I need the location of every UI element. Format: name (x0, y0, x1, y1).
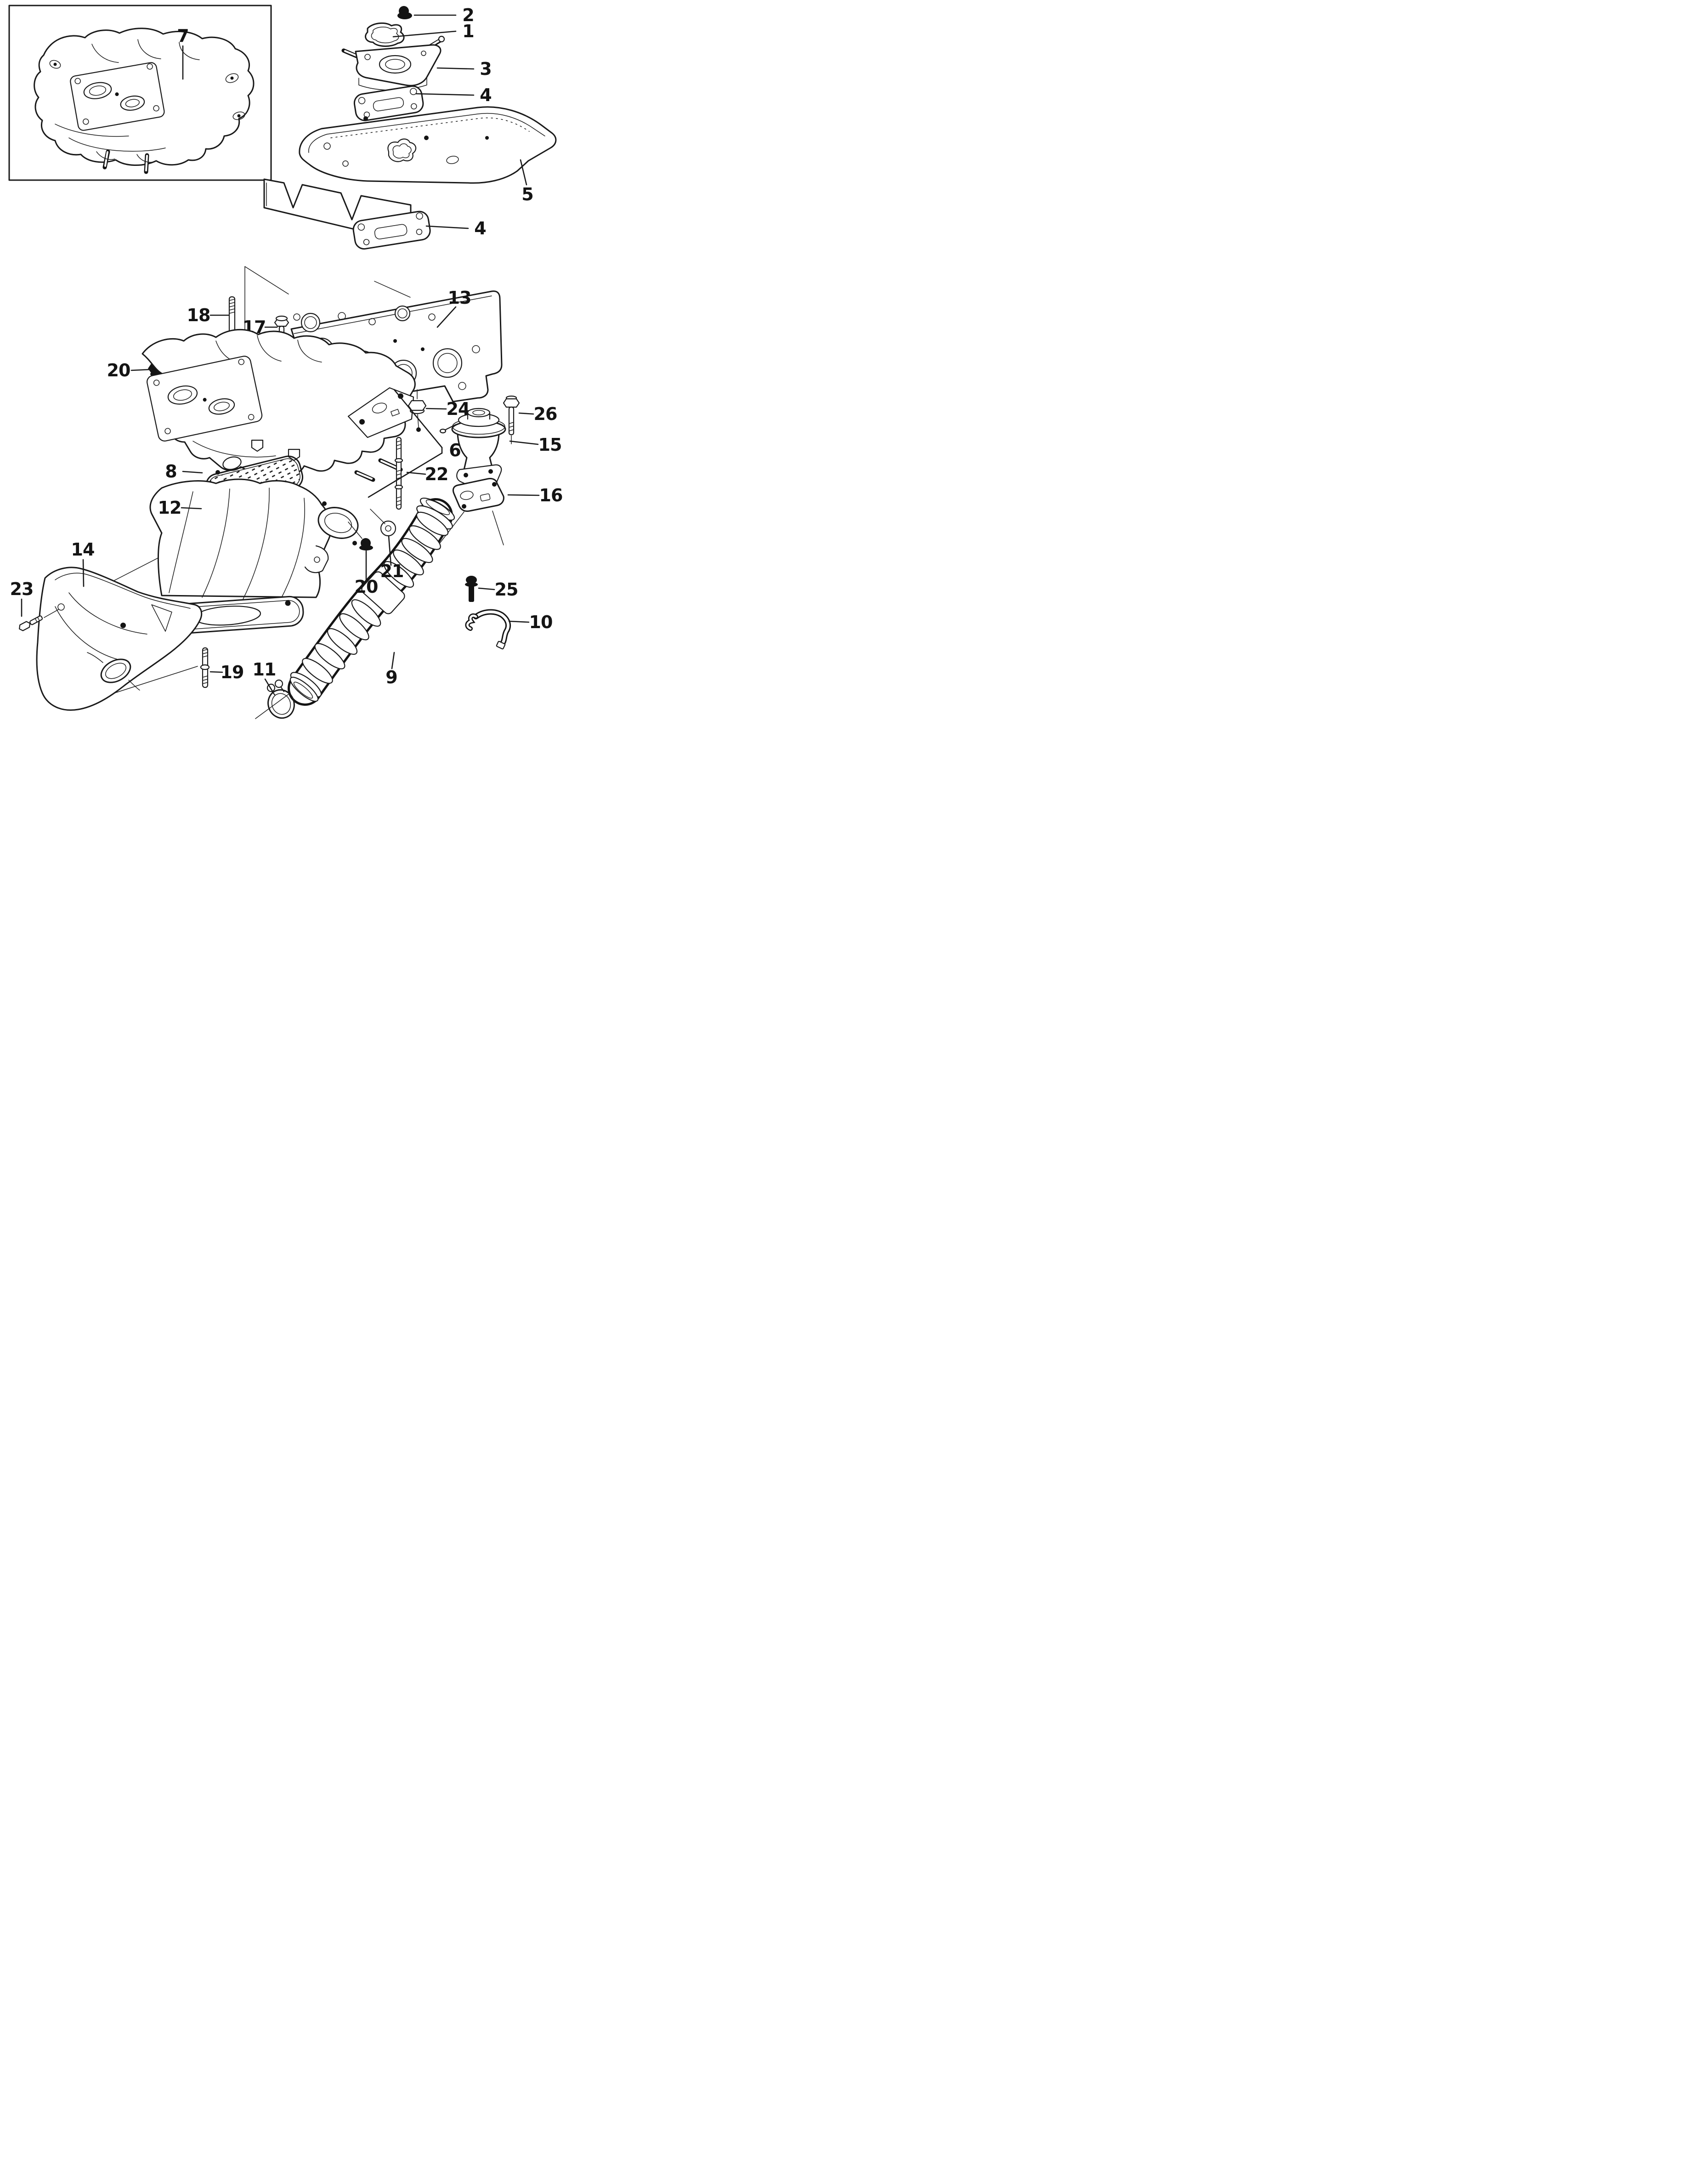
callout-2-label: 2 (462, 5, 474, 25)
callout-6-label: 6 (449, 440, 460, 460)
callout-11-label: 11 (253, 659, 276, 680)
callout-4a-label: 4 (480, 85, 491, 105)
part-4-gasket-lower (352, 210, 431, 250)
callout-6-bracket (368, 389, 443, 498)
callout-14-label: 14 (71, 539, 95, 560)
leader-3 (436, 67, 475, 70)
part-7-intake-manifold-inset (34, 28, 255, 174)
carb-mounting-pad (147, 356, 263, 442)
leader-4b (425, 225, 469, 229)
leader-24 (425, 408, 447, 410)
callout-10-label: 10 (529, 612, 553, 632)
part-3-carb-insulator (341, 35, 445, 91)
part-23-bolt (19, 598, 59, 631)
callout-25-label: 25 (495, 579, 518, 600)
leader-4a (415, 93, 475, 96)
part-7-studs (96, 149, 155, 174)
callout-15-label: 15 (538, 435, 562, 455)
callout-21-label: 21 (380, 561, 404, 581)
callout-3-label: 3 (480, 59, 491, 79)
leader-14 (82, 559, 85, 587)
part-19-stud (200, 647, 210, 688)
callout-8-label: 8 (165, 461, 176, 482)
leader-1 (392, 30, 457, 38)
part-intake-manifold-center (142, 329, 416, 482)
leader-21 (388, 535, 392, 566)
leader-15 (509, 440, 539, 445)
callout-9-label: 9 (385, 667, 397, 687)
callout-26-label: 26 (534, 404, 557, 424)
part-26-bolt (503, 395, 520, 444)
part-8-hole (215, 470, 220, 475)
callout-20a-label: 20 (107, 360, 130, 380)
part-24-flange-nut (408, 389, 427, 432)
part-21-washer (370, 509, 396, 537)
part-2-cap-nut (397, 6, 412, 19)
callout-23-label: 23 (10, 579, 34, 599)
callout-18-label: 18 (187, 305, 210, 325)
callout-20b-label: 20 (355, 577, 378, 597)
leader-11 (264, 678, 274, 693)
part-22-stud (394, 437, 403, 510)
callout-5-label: 5 (521, 184, 533, 204)
leader-8 (182, 471, 203, 474)
callout-19-label: 19 (221, 662, 244, 682)
inset-panel: 7 (8, 5, 272, 181)
part-14-heat-cover (36, 567, 203, 711)
callout-22-label: 22 (425, 464, 448, 484)
callout-1-label: 1 (462, 21, 474, 41)
part-10-pipe-clamp (465, 609, 511, 650)
callout-7-label: 7 (177, 26, 188, 46)
part-9-hot-air-hose (288, 498, 455, 706)
part-25-bolt (465, 576, 478, 602)
leader-5 (520, 159, 527, 186)
leader-25 (478, 587, 495, 590)
exploded-parts-diagram: 7 2 1 3 4 (8, 5, 563, 719)
part-11-hose-clamp (266, 679, 295, 719)
leader-10 (508, 620, 530, 623)
leader-20a (130, 369, 153, 371)
leader-9 (391, 652, 395, 669)
part-16-egr-gasket (452, 478, 504, 512)
callout-16-label: 16 (539, 485, 563, 505)
leader-26 (518, 412, 534, 415)
callout-12-label: 12 (158, 498, 181, 518)
egr-mounting-pad (347, 387, 414, 438)
part-7-carb-pad (70, 62, 165, 131)
diagram-sheet: 7 2 1 3 4 (0, 0, 566, 726)
callout-4b-label: 4 (474, 218, 486, 238)
leader-13 (436, 306, 457, 328)
part-20-flange-nut-bottom (348, 522, 373, 550)
leader-12 (181, 507, 202, 510)
callout-13-label: 13 (448, 288, 471, 308)
part-4-gasket-upper (353, 85, 424, 121)
part-1-gasket (365, 22, 405, 47)
